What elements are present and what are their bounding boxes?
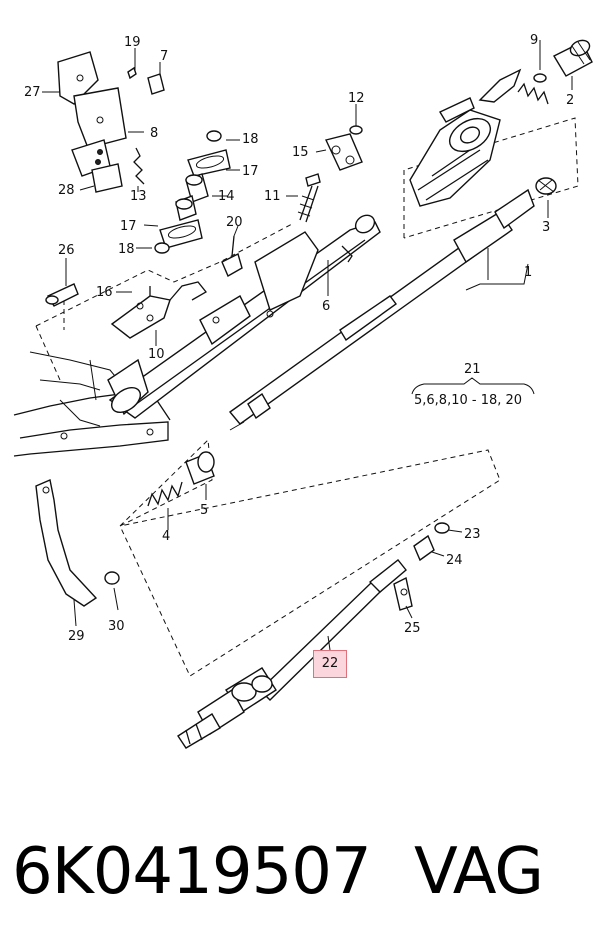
callout-5: 5 — [200, 503, 208, 518]
bolt-part-26 — [45, 283, 79, 307]
callout-21: 21 — [464, 362, 481, 377]
callout-3: 3 — [542, 220, 550, 235]
callout-17-lower: 17 — [120, 219, 137, 234]
callout-20: 20 — [226, 215, 243, 230]
highlighted-callout-22: 22 — [313, 650, 347, 678]
callout-24: 24 — [446, 553, 463, 568]
spring-part-4 — [147, 481, 183, 507]
spacer-parts-14-17-18 — [154, 130, 231, 254]
callout-18-upper: 18 — [242, 132, 259, 147]
bearing-part-5 — [185, 451, 215, 485]
callout-26: 26 — [58, 243, 75, 258]
bracket-part-16-10 — [110, 281, 207, 339]
plate-part-15 — [325, 133, 363, 171]
trim-panel-part-29 — [35, 479, 98, 607]
callout-18-lower: 18 — [118, 242, 135, 257]
callout-25: 25 — [404, 621, 421, 636]
callout-16: 16 — [96, 285, 113, 300]
part-number: 6K0419507 — [12, 835, 372, 909]
callout-17-upper: 17 — [242, 164, 259, 179]
spring-part-9 — [517, 73, 549, 105]
callout-11: 11 — [264, 189, 281, 204]
callout-27: 27 — [24, 85, 41, 100]
callout-7: 7 — [160, 49, 168, 64]
callout-9: 9 — [530, 33, 538, 48]
callout-28: 28 — [58, 183, 75, 198]
steering-column-exploded-diagram: 19 7 27 8 18 15 12 17 28 13 14 11 17 20 … — [13, 33, 593, 749]
grommet-part-24 — [413, 534, 435, 562]
callout-12: 12 — [348, 91, 365, 106]
callout-labels: 19 7 27 8 18 15 12 17 28 13 14 11 17 20 … — [24, 33, 574, 644]
nut-part-12 — [349, 125, 363, 135]
bushing-part-2 — [553, 39, 593, 77]
callout-15: 15 — [292, 145, 309, 160]
left-dash-link — [35, 325, 61, 381]
callout-23: 23 — [464, 527, 481, 542]
nut-part-30 — [104, 571, 120, 585]
main-shaft-part-1 — [228, 188, 535, 431]
intermediate-shaft-part-22 — [177, 559, 407, 749]
leader-lines — [42, 40, 573, 651]
callout-1: 1 — [524, 265, 532, 280]
callout-10: 10 — [148, 347, 165, 362]
callout-6: 6 — [322, 299, 330, 314]
callout-2: 2 — [566, 93, 574, 108]
screw-part-20 — [221, 235, 243, 277]
combination-switch-assembly — [409, 68, 522, 207]
column-housing-dash-outline — [35, 223, 293, 327]
callout-13: 13 — [130, 189, 147, 204]
upper-assembly-dash-outline — [403, 117, 579, 239]
group-21-contents: 5,6,8,10 - 18, 20 — [414, 393, 522, 408]
washer-part-23 — [434, 522, 450, 534]
callout-29: 29 — [68, 629, 85, 644]
callout-30: 30 — [108, 619, 125, 634]
lower-shaft-dash-outline — [119, 438, 501, 677]
bearing-part-3 — [535, 177, 557, 195]
callout-19: 19 — [124, 35, 141, 50]
bolt-part-11 — [297, 173, 321, 223]
callout-14: 14 — [218, 189, 235, 204]
footer: 6K0419507 VAG — [0, 822, 600, 932]
brand-name: VAG — [414, 835, 544, 909]
callout-8: 8 — [150, 126, 158, 141]
mounting-bracket-cluster — [57, 51, 165, 193]
column-housing-part-6 — [107, 214, 381, 419]
clamp-part-25 — [393, 576, 413, 611]
callout-4: 4 — [162, 529, 170, 544]
callout-22-label: 22 — [321, 656, 339, 671]
